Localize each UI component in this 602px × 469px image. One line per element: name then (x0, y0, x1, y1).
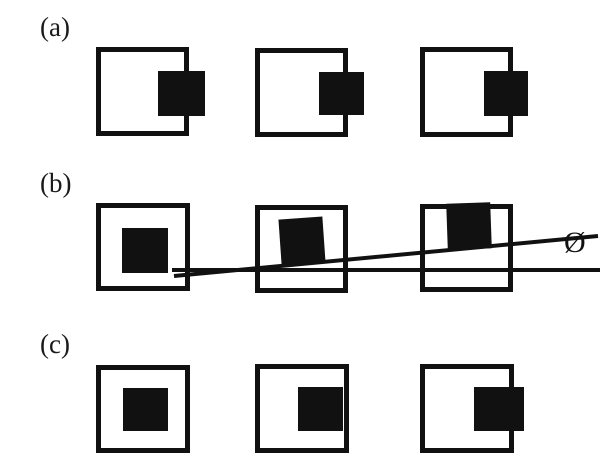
block-a-3 (484, 71, 528, 116)
panel-label-b: (b) (40, 168, 72, 198)
block-a-1 (158, 71, 205, 116)
block-b-1 (122, 228, 168, 273)
block-c-1 (123, 388, 168, 431)
panel-label-c: (c) (40, 329, 70, 359)
block-a-2 (319, 72, 364, 115)
panel-label-a: (a) (40, 12, 70, 42)
phi-symbol: Ø (564, 226, 586, 259)
frame-c-2 (255, 364, 349, 453)
block-c-2 (298, 387, 343, 431)
frame-c-1 (96, 365, 190, 453)
block-c-3 (474, 387, 524, 431)
